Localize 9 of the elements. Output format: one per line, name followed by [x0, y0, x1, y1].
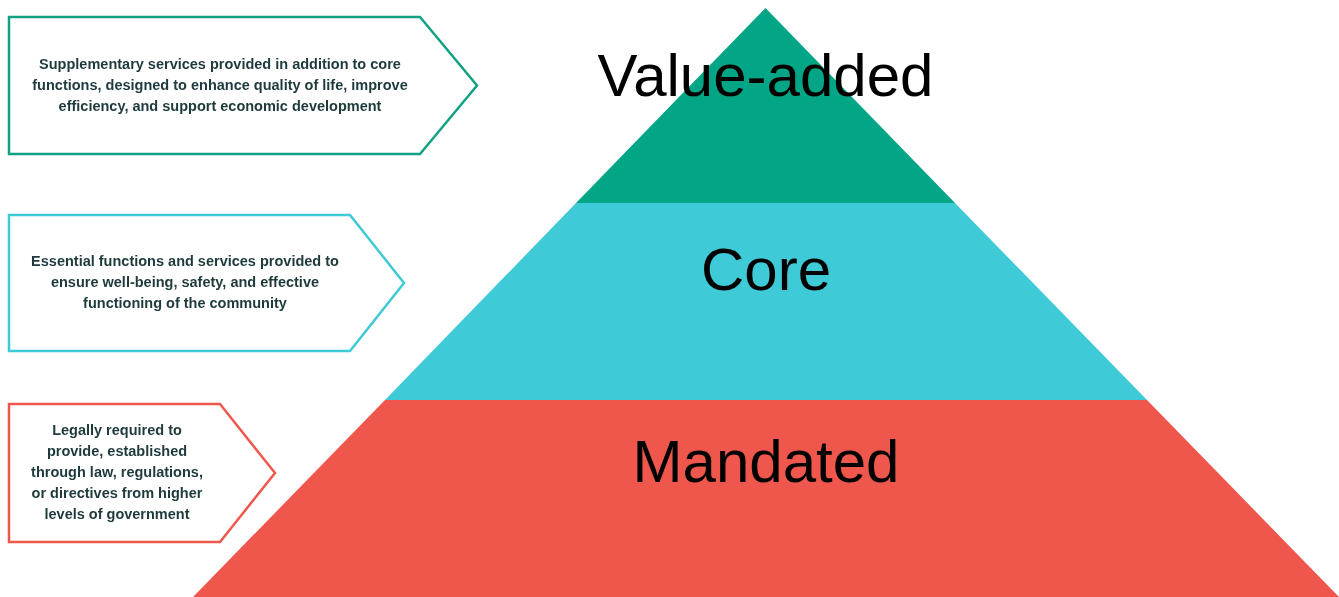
- pyramid-tier: [385, 203, 1147, 400]
- description-text: Legally required to provide, established through law, regulations, or directives from higher levels of government: [30, 421, 204, 525]
- tier-label: Core: [700, 240, 832, 300]
- description-text: Supplementary services provided in addition to core functions, designed to enhance quality of life, improve efficiency, and support economic development: [31, 55, 409, 116]
- callout-arrow-box: [8, 403, 276, 543]
- callout-arrow-box: [8, 214, 405, 352]
- tier-label: Mandated: [632, 432, 900, 492]
- description-text: Essential functions and services provided to ensure well-being, safety, and effective functioning of the community: [30, 252, 340, 314]
- callout-arrow-box: [8, 16, 478, 155]
